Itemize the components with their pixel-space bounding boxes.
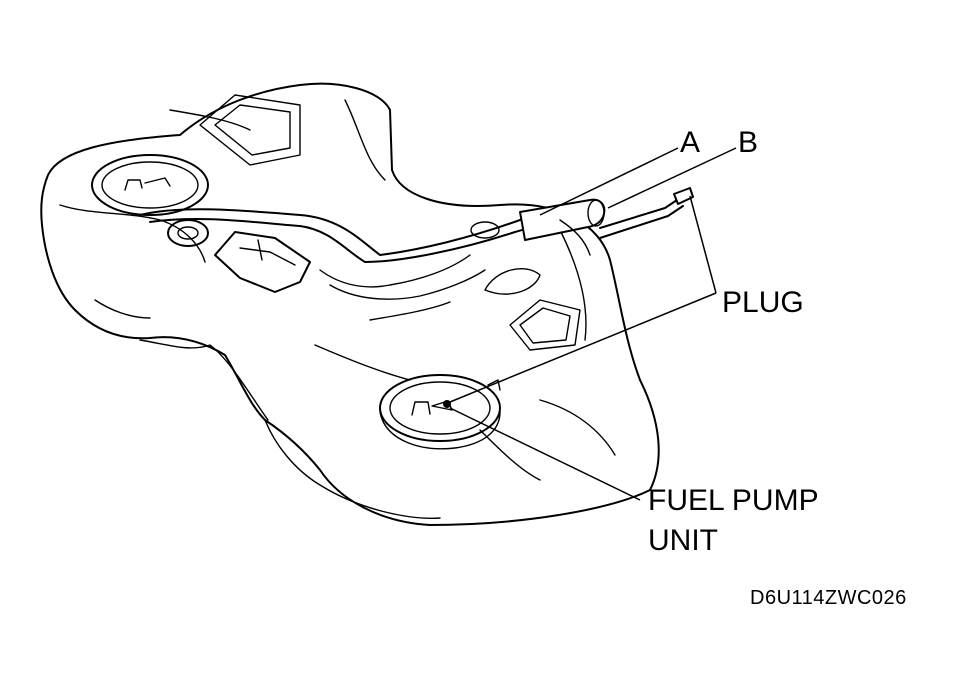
hose-4 [329,269,486,300]
pump-ring-lip [379,411,501,450]
right-recess-inner [519,307,571,344]
label-fuel-pump-line2: UNIT [648,524,718,557]
leader-a [539,147,679,216]
left-ring-outer [91,154,209,216]
pump-ring-inner [389,381,491,435]
center-valve [167,219,209,247]
hose-5 [369,301,451,321]
top-recess-inner [214,104,291,156]
vent-pipe-b [599,197,681,229]
hose-clamp [470,221,500,239]
hose-2 [149,218,561,263]
left-ring-connector [124,177,171,191]
vent-pipe-b-end [673,187,694,205]
label-fuel-pump-line1: FUEL PUMP [648,484,819,517]
leader-plug-2 [449,292,717,403]
figure-code: D6U114ZWC026 [750,587,907,609]
label-plug: PLUG [722,286,804,319]
leader-b [607,147,737,209]
tank-contour-2 [169,109,251,131]
center-module [214,231,311,293]
label-a: A [680,126,701,159]
right-bump [484,267,541,295]
tank-contour-6 [539,399,616,456]
tank-contour-4 [559,229,587,341]
tank-underside-rim [264,419,441,519]
tank-outline [40,82,660,526]
tank-contour-5 [314,344,411,381]
pump-tab [487,379,501,391]
pump-plug-point [443,400,451,408]
center-module-detail [239,239,296,266]
leader-fuel-pump [449,407,641,501]
tank-underside [139,339,269,421]
hose-3 [319,254,471,288]
tank-contour-8 [94,299,151,319]
right-recess-outer [509,299,581,351]
left-ring-inner [101,161,199,209]
label-b: B [738,126,759,159]
filler-pipe-a-end [587,199,605,227]
leader-plug-1 [689,195,717,294]
vent-pipe-b-2 [599,205,684,239]
hose-1 [139,207,561,256]
center-valve-inner [177,226,199,240]
tank-contour-7 [479,429,541,481]
top-recess-outer [199,94,301,166]
pipe-bend [559,219,591,256]
tank-contour-3 [344,99,386,181]
pump-ring-outer [379,374,501,442]
